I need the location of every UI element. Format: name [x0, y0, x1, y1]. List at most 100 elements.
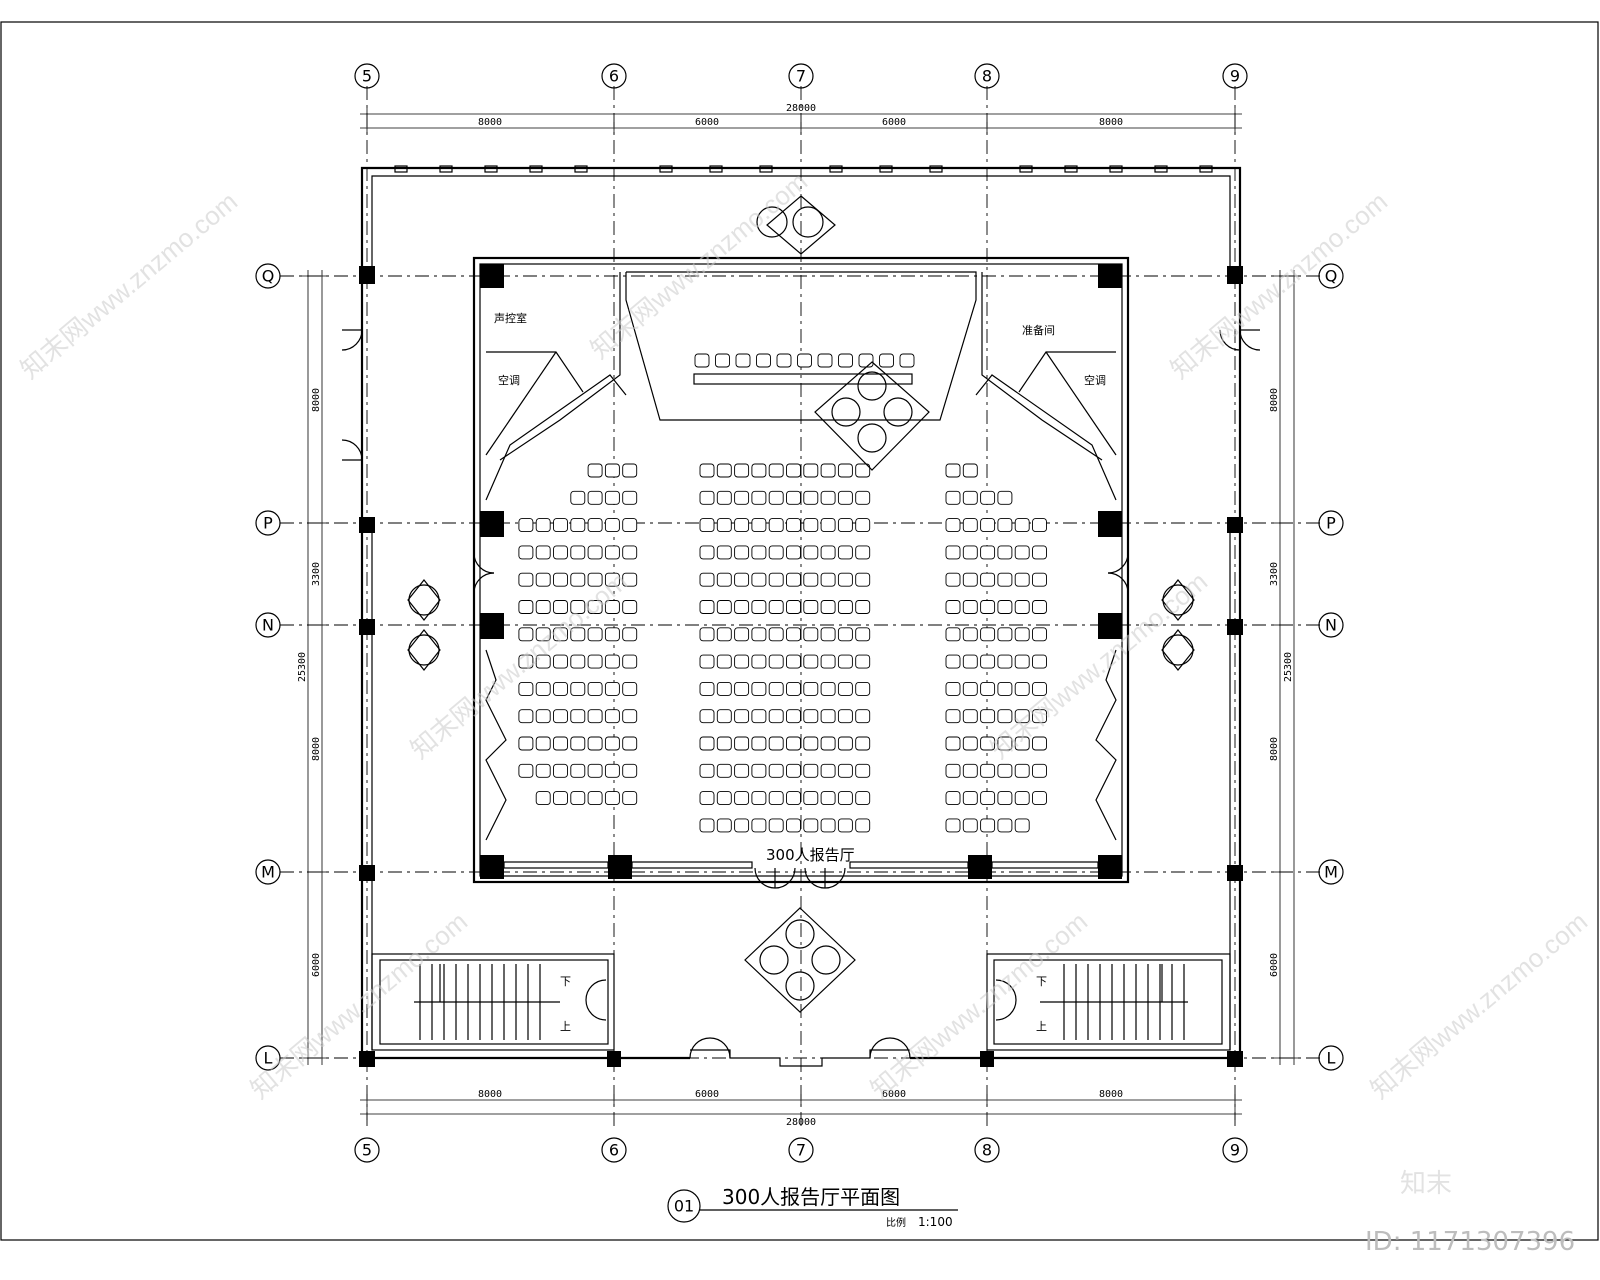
seat: [768, 709, 784, 724]
seat: [751, 654, 767, 669]
seat: [803, 654, 819, 669]
seat: [716, 681, 732, 696]
seat: [570, 709, 586, 724]
grid-mark-7-top: 7: [796, 67, 806, 86]
seat: [997, 736, 1013, 751]
grid-mark-L-right: L: [1327, 1049, 1336, 1068]
seat: [786, 818, 801, 833]
scale-label: 比例: [886, 1216, 906, 1229]
seat: [622, 791, 638, 806]
dim-bottom-total: 28000: [786, 1117, 816, 1128]
seat: [1014, 545, 1030, 560]
seat: [622, 709, 638, 724]
seat: [1032, 545, 1047, 560]
seat: [837, 600, 853, 614]
seat: [786, 600, 801, 614]
seat: [768, 545, 784, 560]
grid-mark-N-left: N: [262, 616, 274, 635]
seat: [734, 818, 750, 833]
grid-markers-bottom: 5 6 7 8 9: [354, 1137, 1248, 1163]
seat: [751, 627, 767, 642]
seat: [553, 681, 568, 696]
seat: [855, 545, 871, 560]
seat: [980, 681, 996, 696]
seat: [820, 818, 836, 833]
seat: [587, 791, 603, 806]
seat: [768, 654, 784, 669]
seat: [803, 627, 819, 642]
seat: [604, 463, 620, 478]
seat: [518, 763, 534, 778]
seat: [945, 545, 961, 560]
seat: [716, 600, 732, 614]
seat: [553, 763, 568, 778]
seat: [604, 490, 620, 505]
seat: [838, 353, 853, 368]
seat: [751, 709, 767, 724]
seat: [751, 763, 767, 778]
grid-mark-Q-left: Q: [262, 267, 275, 286]
seat: [962, 627, 978, 642]
seat: [734, 518, 750, 533]
seat: [962, 763, 978, 778]
seat: [837, 463, 853, 478]
seat: [751, 518, 767, 533]
seat: [980, 654, 996, 669]
seat: [962, 818, 978, 833]
seat: [716, 818, 732, 833]
seat: [817, 353, 833, 368]
seat: [945, 572, 961, 587]
seat: [716, 463, 732, 478]
seat: [699, 518, 715, 533]
seat: [699, 463, 715, 478]
hall-walls: [472, 256, 1130, 889]
dim-left-total: 25300: [297, 652, 308, 682]
seat: [716, 627, 732, 642]
seat: [980, 600, 996, 614]
watermark-site-8: 知末网www.znzmo.com: [1365, 906, 1593, 1104]
seat: [1032, 518, 1047, 533]
dim-left-1: 8000: [311, 388, 322, 412]
watermark-id: ID: 1171307396: [1365, 1227, 1575, 1257]
seat: [553, 709, 568, 724]
seat: [803, 681, 819, 696]
seat: [855, 600, 871, 614]
seat: [786, 654, 801, 669]
seat: [786, 763, 801, 778]
dim-right-3: 8000: [1269, 737, 1280, 761]
seat: [1032, 627, 1047, 642]
seat: [768, 763, 784, 778]
grid-markers-right: Q P N M L: [1318, 263, 1344, 1071]
seat: [734, 736, 750, 751]
stair-left: [371, 953, 615, 1051]
seat: [751, 791, 767, 806]
seat: [699, 545, 715, 560]
seat: [855, 463, 871, 478]
seat: [945, 463, 961, 478]
seat: [803, 572, 819, 587]
seat: [1032, 709, 1047, 724]
seat: [622, 627, 638, 642]
dimension-left: 25300 8000 3300 8000 6000: [297, 270, 328, 1065]
seat: [604, 572, 620, 587]
seat: [734, 654, 750, 669]
seat: [699, 791, 715, 806]
seat: [837, 627, 853, 642]
grid-mark-Q-right: Q: [1325, 267, 1338, 286]
seat: [694, 353, 710, 368]
grid-mark-M-right: M: [1324, 863, 1338, 882]
seat: [997, 818, 1013, 833]
seat: [734, 627, 750, 642]
seat: [570, 681, 586, 696]
seat: [980, 791, 996, 806]
seat: [535, 681, 551, 696]
seat: [980, 627, 996, 642]
seat: [734, 791, 750, 806]
watermark-logo: 知末: [1400, 1168, 1452, 1198]
seat: [768, 627, 784, 642]
seat: [837, 572, 853, 587]
seat: [518, 681, 534, 696]
seat: [945, 518, 961, 533]
grid-mark-6-top: 6: [609, 67, 619, 86]
